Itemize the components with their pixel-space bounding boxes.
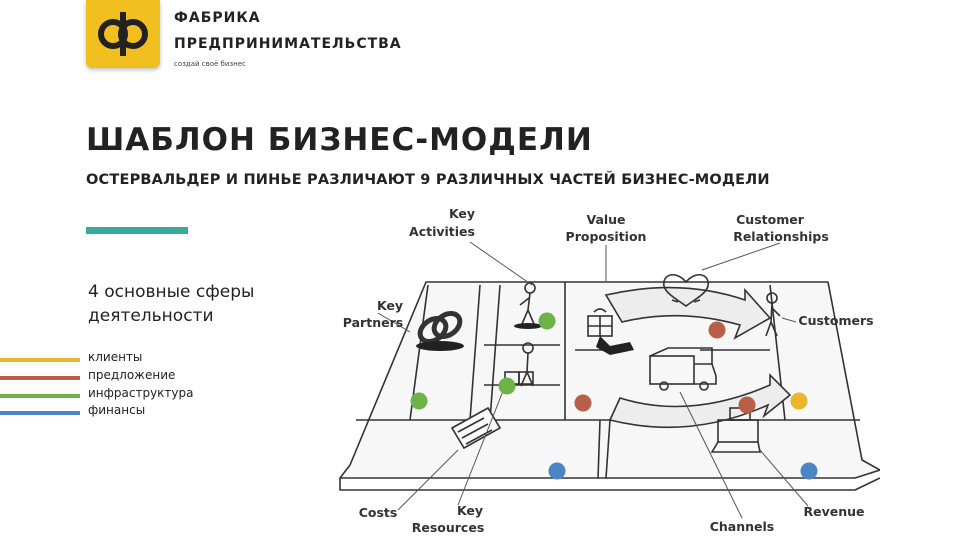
legend-line-offer bbox=[0, 376, 80, 380]
brand-logo-icon bbox=[98, 12, 148, 56]
brand-logo bbox=[86, 0, 160, 68]
page-title: ШАБЛОН БИЗНЕС-МОДЕЛИ bbox=[86, 122, 593, 158]
dot-costs bbox=[548, 462, 566, 480]
legend-label-finance: финансы bbox=[88, 403, 146, 417]
label-customers: Customers bbox=[798, 313, 873, 328]
truck-icon bbox=[649, 347, 717, 391]
dot-key-activities bbox=[538, 312, 556, 330]
label-key-resources-1: Key bbox=[457, 503, 483, 518]
rings-icon bbox=[416, 311, 464, 351]
customer-icon bbox=[765, 292, 781, 337]
label-key-resources-2: Resources bbox=[412, 520, 485, 535]
label-revenue: Revenue bbox=[803, 504, 864, 519]
label-key-partners-1: Key bbox=[377, 298, 403, 313]
label-leader-lines bbox=[377, 241, 809, 519]
legend-label-infrastructure: инфраструктура bbox=[88, 386, 194, 400]
label-costs: Costs bbox=[359, 505, 398, 520]
canvas-board bbox=[339, 281, 880, 479]
dot-channels bbox=[738, 396, 756, 414]
brand-name-line2: ПРЕДПРИНИМАТЕЛЬСТВА bbox=[174, 36, 402, 52]
dot-value-proposition bbox=[574, 394, 592, 412]
legend-line-infrastructure bbox=[0, 394, 80, 398]
label-channels: Channels bbox=[710, 519, 775, 534]
value-flow-arrows bbox=[604, 286, 792, 429]
label-customer-relationships-2: Relationships bbox=[733, 229, 829, 244]
accent-divider bbox=[86, 227, 188, 234]
label-key-partners-2: Partners bbox=[343, 315, 403, 330]
legend-label-offer: предложение bbox=[88, 368, 176, 382]
dot-key-partners bbox=[410, 392, 428, 410]
gift-icon bbox=[587, 308, 634, 355]
business-model-canvas: Key Activities Value Proposition Custome… bbox=[339, 206, 880, 535]
documents-icon bbox=[450, 406, 502, 450]
page-subtitle: ОСТЕРВАЛЬДЕР И ПИНЬЕ РАЗЛИЧАЮТ 9 РАЗЛИЧН… bbox=[86, 172, 770, 188]
legend-line-clients bbox=[0, 358, 80, 362]
dot-revenue bbox=[800, 462, 818, 480]
legend-line-finance bbox=[0, 411, 80, 415]
worker-icon bbox=[514, 282, 542, 329]
label-customer-relationships-1: Customer bbox=[736, 212, 805, 227]
label-value-proposition-2: Proposition bbox=[566, 229, 647, 244]
label-key-activities-1: Key bbox=[449, 206, 475, 221]
label-key-activities-2: Activities bbox=[409, 224, 475, 239]
brand-name-line1: ФАБРИКА bbox=[174, 10, 261, 26]
heart-icon bbox=[663, 274, 709, 307]
spheres-title: 4 основные сферы деятельности bbox=[88, 282, 255, 326]
legend-label-clients: клиенты bbox=[88, 350, 143, 364]
brand-tagline: создай своё бизнес bbox=[174, 60, 246, 68]
dot-customers bbox=[790, 392, 808, 410]
dot-key-resources bbox=[498, 377, 516, 395]
label-value-proposition-1: Value bbox=[586, 212, 625, 227]
sphere-dots bbox=[410, 312, 818, 480]
dot-customer-relationships bbox=[708, 321, 726, 339]
